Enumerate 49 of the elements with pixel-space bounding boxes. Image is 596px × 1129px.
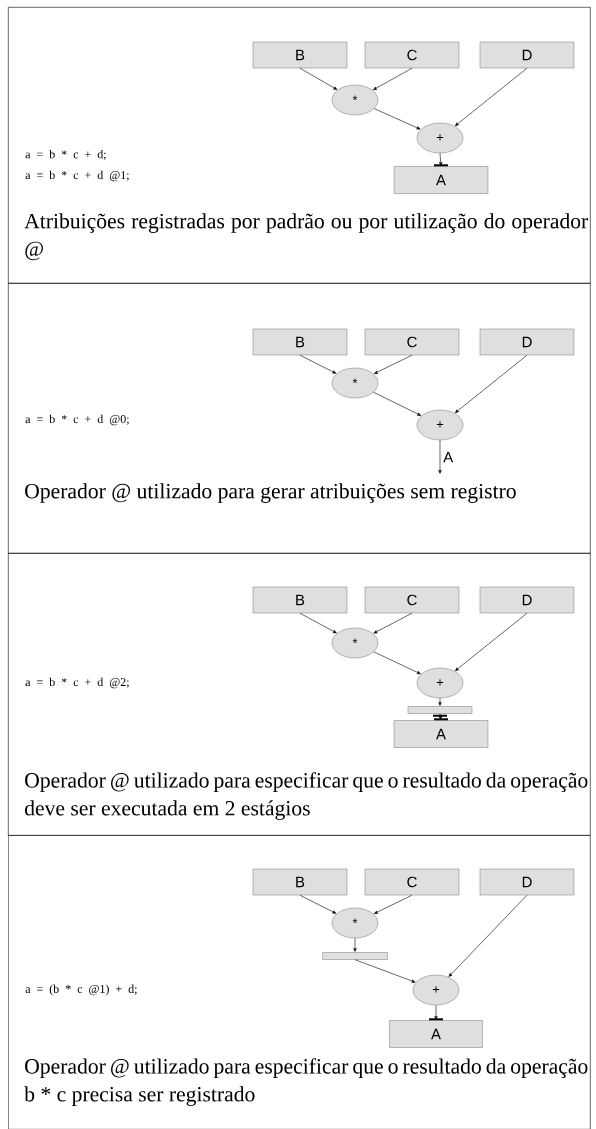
arrow xyxy=(455,354,528,414)
arrow xyxy=(373,651,421,675)
panel-text: Operador @ utilizado para especificar que o resultado da operação deve ser executada em 2 estágios xyxy=(25,772,588,820)
arrow xyxy=(299,894,337,914)
panel-text: Atribuições registradas por padrão ou por utilização do operador @ xyxy=(24,213,589,261)
variable-box: D xyxy=(479,328,575,356)
variable-box: B xyxy=(252,868,348,896)
variable-box: C xyxy=(364,41,460,69)
arrow xyxy=(448,894,528,977)
variable-box: D xyxy=(479,868,575,896)
arrow xyxy=(299,612,337,634)
edge-label: A xyxy=(442,451,455,464)
variable-box: C xyxy=(364,586,460,614)
arrow xyxy=(438,713,442,720)
variable-box: C xyxy=(364,328,460,356)
arrow xyxy=(353,937,357,952)
arrow xyxy=(354,959,416,983)
arrow xyxy=(455,612,528,672)
arrow xyxy=(455,67,528,127)
arrow xyxy=(438,439,442,474)
variable-box: D xyxy=(479,586,575,614)
code-line: a = (b * c @1) + d; xyxy=(25,984,137,996)
variable-box: A xyxy=(393,720,489,748)
code-line: a = b * c + d @0; xyxy=(25,414,129,426)
arrow xyxy=(299,67,338,90)
arrow xyxy=(373,67,413,91)
variable-box: C xyxy=(364,868,460,896)
code-line: a = b * c + d @1; xyxy=(25,170,129,182)
arrow xyxy=(374,354,413,374)
arrow xyxy=(373,108,421,130)
variable-box: A xyxy=(393,166,489,194)
variable-box: B xyxy=(252,41,348,69)
code-line: a = b * c + d @2; xyxy=(25,677,129,689)
panel-text: Operador @ utilizado para gerar atribuições sem registro xyxy=(25,483,516,503)
arrow xyxy=(438,697,442,706)
register-bar xyxy=(322,952,388,960)
variable-box: A xyxy=(389,1020,483,1048)
panel-text: Operador @ utilizado para especificar que o resultado da operação b * c precisa ser registrado xyxy=(24,1058,588,1106)
variable-box: D xyxy=(479,41,575,69)
variable-box: B xyxy=(252,586,348,614)
arrow xyxy=(373,391,422,416)
variable-box: B xyxy=(252,328,348,356)
arrow xyxy=(439,152,443,166)
arrow xyxy=(373,612,413,634)
arrow xyxy=(299,354,337,374)
code-line: a = b * c + d; xyxy=(25,149,106,161)
register-bar xyxy=(407,706,473,714)
arrow xyxy=(374,894,413,914)
arrow xyxy=(434,1004,438,1020)
